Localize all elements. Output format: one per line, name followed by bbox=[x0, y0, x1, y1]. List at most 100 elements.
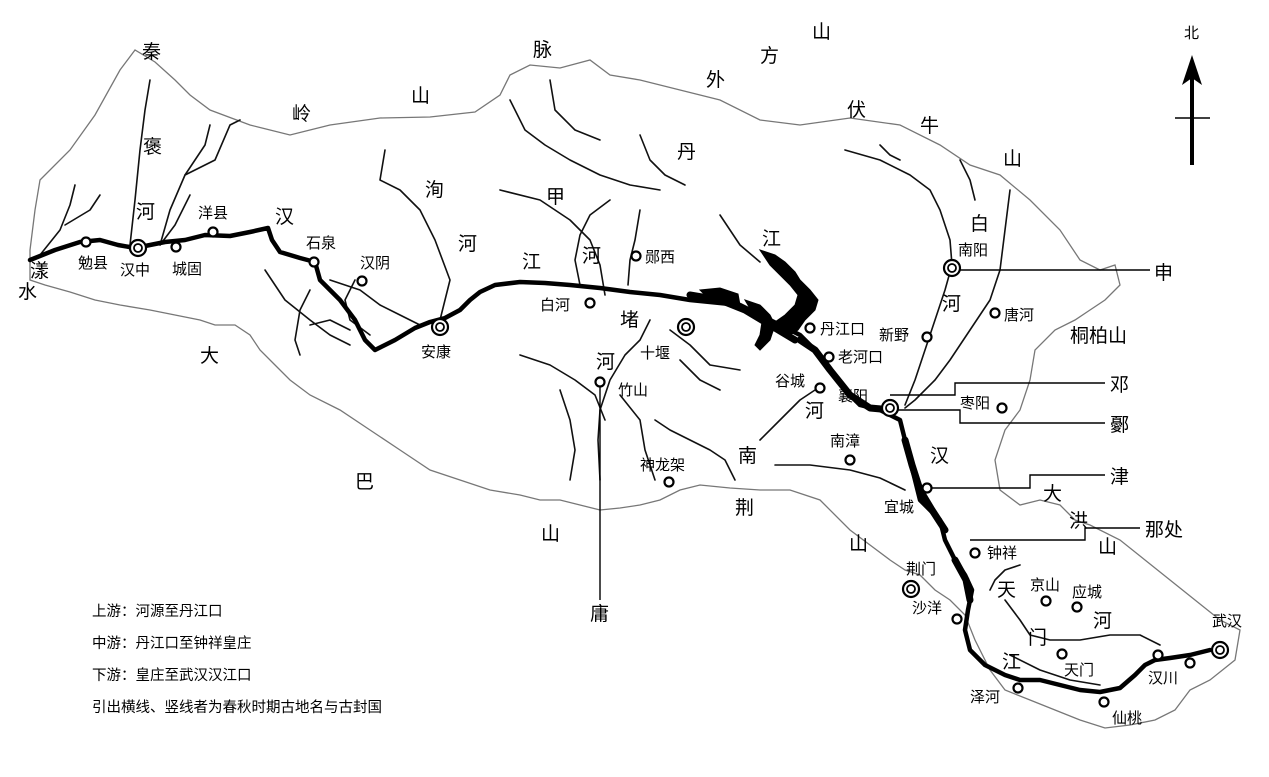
river-label: 河 bbox=[136, 201, 155, 223]
city-nanyang-inner bbox=[947, 263, 957, 273]
city-label: 竹山 bbox=[618, 381, 648, 399]
mountain-label: 荆 bbox=[735, 497, 754, 519]
mountain-label: 岭 bbox=[292, 103, 311, 125]
river-label: 河 bbox=[805, 400, 824, 422]
city-label: 洋县 bbox=[198, 204, 228, 222]
river-label: 洵 bbox=[425, 179, 444, 201]
city-gucheng-marker bbox=[814, 382, 826, 394]
city-label: 十堰 bbox=[640, 344, 670, 362]
city-label: 新野 bbox=[879, 326, 909, 344]
ancient-place-label: 申 bbox=[1154, 262, 1173, 284]
river-label: 江 bbox=[1002, 651, 1021, 673]
city-zhushan-marker bbox=[594, 376, 606, 388]
mountain-label: 山 bbox=[849, 533, 868, 555]
mountain-label: 洪 bbox=[1069, 510, 1088, 532]
river-label: 河 bbox=[582, 245, 601, 267]
city-label: 汉中 bbox=[120, 261, 150, 279]
city-xiantao-marker bbox=[1098, 696, 1110, 708]
north-arrow: 北 bbox=[1175, 24, 1210, 165]
river-label: 江 bbox=[522, 251, 541, 273]
city-baihe-marker bbox=[584, 297, 596, 309]
city-label: 唐河 bbox=[1004, 306, 1034, 324]
city-xinye-marker bbox=[921, 331, 933, 343]
city-label: 沙洋 bbox=[912, 599, 942, 617]
mountain-label: 伏 bbox=[847, 99, 866, 121]
city-laohekou-marker bbox=[823, 351, 835, 363]
river-label: 天 bbox=[997, 579, 1016, 601]
city-danjiangkou-marker bbox=[804, 322, 816, 334]
city-label: 勉县 bbox=[78, 254, 108, 272]
city-chenggu-marker bbox=[170, 241, 182, 253]
city-shiquan-marker bbox=[308, 256, 320, 268]
legend-downstream: 下游：皇庄至武汉汉江口 bbox=[92, 668, 252, 684]
city-label: 南漳 bbox=[830, 432, 860, 450]
river-label: 河 bbox=[596, 351, 615, 373]
legend-upstream: 上游：河源至丹江口 bbox=[92, 604, 223, 620]
map-labels: 秦 岭 山 脉 外 方 山 伏 牛 山 大 巴 山 荆 山 大 洪 山 褒 河 … bbox=[18, 21, 1242, 727]
city-label: 郧西 bbox=[645, 248, 675, 266]
city-zaoyang-marker bbox=[996, 402, 1008, 414]
ancient-place-label: 那处 bbox=[1145, 519, 1183, 541]
river-label: 南 bbox=[738, 445, 757, 467]
city-label: 泽河 bbox=[970, 688, 1000, 706]
city-label: 钟祥 bbox=[987, 544, 1017, 562]
legend-midstream: 中游：丹江口至钟祥皇庄 bbox=[92, 636, 252, 652]
tributaries bbox=[39, 79, 1161, 686]
city-yicheng-marker bbox=[921, 482, 933, 494]
city-label: 宜城 bbox=[884, 498, 914, 516]
city-yangxian-marker bbox=[207, 226, 219, 238]
city-label: 南阳 bbox=[958, 241, 988, 259]
city-label: 仙桃 bbox=[1112, 709, 1142, 727]
mountain-label: 牛 bbox=[920, 115, 939, 137]
ancient-place-label: 邓 bbox=[1110, 374, 1129, 396]
north-label: 北 bbox=[1184, 24, 1199, 42]
mountain-label: 山 bbox=[812, 21, 831, 43]
river-label: 汉 bbox=[930, 445, 949, 467]
city-label: 汉川 bbox=[1148, 669, 1178, 687]
city-nanzhang-marker bbox=[844, 454, 856, 466]
city-hanyin-marker bbox=[356, 275, 368, 287]
city-hanchuan-marker2 bbox=[1184, 657, 1196, 669]
basin-boundary bbox=[29, 49, 1241, 729]
city-jingshan-marker bbox=[1040, 595, 1052, 607]
city-tanghe-marker bbox=[989, 307, 1001, 319]
mountain-label: 外 bbox=[706, 69, 725, 91]
city-yunxi-marker bbox=[630, 250, 642, 262]
city-wuhan-inner bbox=[1215, 645, 1225, 655]
mountain-label: 巴 bbox=[355, 471, 374, 493]
city-label: 武汉 bbox=[1212, 612, 1242, 630]
city-zhongxiang-marker bbox=[969, 547, 981, 559]
city-shayang-marker bbox=[951, 613, 963, 625]
danjiangkou-reservoir bbox=[698, 249, 819, 351]
river-label: 褒 bbox=[143, 136, 162, 158]
city-mianxian-marker bbox=[80, 236, 92, 248]
city-label: 应城 bbox=[1072, 583, 1102, 601]
city-tianmen-marker bbox=[1056, 648, 1068, 660]
city-label: 神龙架 bbox=[640, 456, 685, 474]
city-label: 枣阳 bbox=[960, 394, 990, 412]
river-label: 门 bbox=[1028, 627, 1047, 649]
mountain-label: 大 bbox=[200, 345, 219, 367]
ancient-place-label: 庸 bbox=[590, 603, 609, 625]
city-label: 荆门 bbox=[906, 560, 936, 578]
river-label: 河 bbox=[942, 293, 961, 315]
city-ankang-inner bbox=[435, 322, 445, 332]
city-label: 白河 bbox=[540, 296, 570, 314]
river-label: 白 bbox=[970, 213, 989, 235]
river-label: 江 bbox=[762, 228, 781, 250]
mountain-label: 山 bbox=[411, 85, 430, 107]
river-label: 水 bbox=[18, 281, 37, 303]
legend-note: 引出横线、竖线者为春秋时期古地名与古封国 bbox=[92, 700, 382, 716]
place-label: 桐柏山 bbox=[1070, 325, 1127, 347]
city-markers bbox=[80, 226, 1230, 708]
mountain-label: 方 bbox=[760, 45, 779, 67]
city-label: 谷城 bbox=[775, 372, 805, 390]
mountain-label: 秦 bbox=[142, 41, 161, 63]
city-label: 襄阳 bbox=[838, 387, 868, 405]
mountain-label: 山 bbox=[541, 523, 560, 545]
city-xiangyang-inner bbox=[885, 403, 895, 413]
city-jingmen-inner bbox=[906, 584, 916, 594]
mountain-label: 大 bbox=[1043, 483, 1062, 505]
city-yingcheng-marker bbox=[1071, 601, 1083, 613]
city-label: 天门 bbox=[1064, 661, 1094, 679]
